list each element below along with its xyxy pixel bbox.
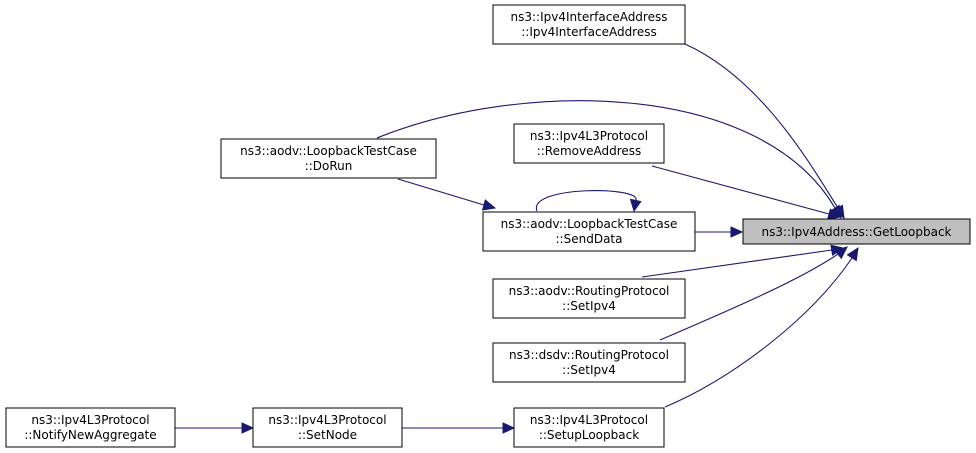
node-loopback-doRun[interactable]: ns3::aodv::LoopbackTestCase ::DoRun — [220, 138, 437, 179]
node-get-loopback[interactable]: ns3::Ipv4Address::GetLoopback — [742, 218, 971, 245]
node-remove-address-line-2: ::RemoveAddress — [537, 144, 642, 158]
nodes: ns3::Ipv4Address::GetLoopback ns3::Ipv4I… — [5, 4, 971, 448]
node-loopback-send-data-line-2: ::SendData — [556, 232, 623, 246]
node-aodv-set-ipv4-line-1: ns3::aodv::RoutingProtocol — [509, 284, 670, 298]
node-set-node-line-2: ::SetNode — [298, 428, 357, 442]
node-notify-new-aggregate-line-2: ::NotifyNewAggregate — [24, 428, 156, 442]
node-remove-address[interactable]: ns3::Ipv4L3Protocol ::RemoveAddress — [513, 123, 665, 164]
node-dsdv-set-ipv4-line-2: ::SetIpv4 — [562, 363, 616, 377]
node-setup-loopback-line-1: ns3::Ipv4L3Protocol — [530, 413, 648, 427]
node-notify-new-aggregate[interactable]: ns3::Ipv4L3Protocol ::NotifyNewAggregate — [5, 407, 176, 448]
node-loopback-send-data-line-1: ns3::aodv::LoopbackTestCase — [501, 217, 678, 231]
edge-notifynewaggregate-to-setnode — [175, 422, 255, 434]
node-ipv4-interface-address[interactable]: ns3::Ipv4InterfaceAddress ::Ipv4Interfac… — [492, 4, 686, 45]
edge-senddata-self-loop — [536, 190, 642, 213]
edge-senddata-to-getloopback — [695, 226, 744, 238]
edge-setnode-to-setuploopback — [402, 422, 516, 434]
node-remove-address-line-1: ns3::Ipv4L3Protocol — [530, 129, 648, 143]
node-get-loopback-line-1: ns3::Ipv4Address::GetLoopback — [761, 225, 951, 239]
node-loopback-dorun-line-1: ns3::aodv::LoopbackTestCase — [240, 144, 417, 158]
edge-dorun-to-senddata — [397, 178, 497, 211]
node-dsdv-set-ipv4[interactable]: ns3::dsdv::RoutingProtocol ::SetIpv4 — [492, 342, 686, 383]
node-aodv-set-ipv4[interactable]: ns3::aodv::RoutingProtocol ::SetIpv4 — [492, 278, 686, 319]
edges — [175, 43, 859, 434]
node-ipv4-interface-address-line-1: ns3::Ipv4InterfaceAddress — [511, 10, 668, 24]
node-setup-loopback-line-2: ::SetupLoopback — [539, 428, 639, 442]
edge-ipv4interfaceaddress-to-getloopback — [684, 43, 845, 220]
node-dsdv-set-ipv4-line-1: ns3::dsdv::RoutingProtocol — [509, 348, 669, 362]
node-setup-loopback[interactable]: ns3::Ipv4L3Protocol ::SetupLoopback — [513, 407, 665, 448]
node-set-node[interactable]: ns3::Ipv4L3Protocol ::SetNode — [252, 407, 403, 448]
node-aodv-set-ipv4-line-2: ::SetIpv4 — [562, 299, 616, 313]
edge-dsdv-setipv4-to-getloopback — [659, 246, 848, 341]
node-notify-new-aggregate-line-1: ns3::Ipv4L3Protocol — [31, 413, 149, 427]
edge-setuploopback-to-getloopback — [664, 246, 859, 408]
node-set-node-line-1: ns3::Ipv4L3Protocol — [268, 413, 386, 427]
node-loopback-send-data[interactable]: ns3::aodv::LoopbackTestCase ::SendData — [482, 211, 696, 252]
node-loopback-dorun-line-2: ::DoRun — [305, 159, 353, 173]
edge-removeaddress-to-getloopback — [651, 165, 842, 220]
node-ipv4-interface-address-line-2: ::Ipv4InterfaceAddress — [521, 25, 657, 39]
